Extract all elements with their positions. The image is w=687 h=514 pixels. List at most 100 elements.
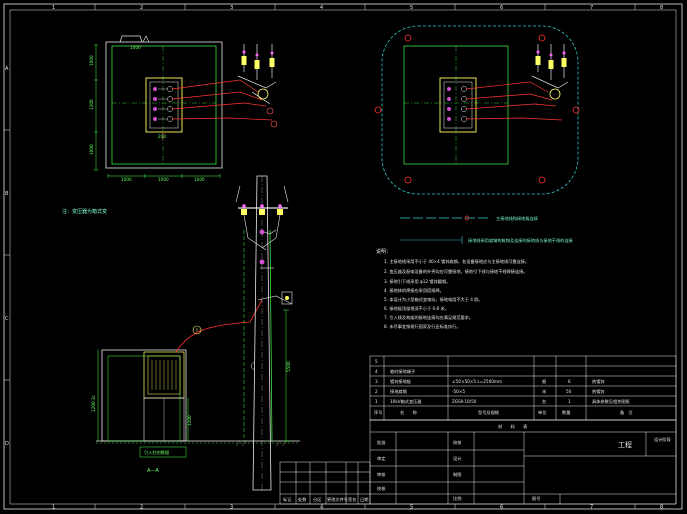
tb-label: 设计 (453, 455, 461, 462)
bom-cell: 2 (375, 389, 378, 394)
bom-cell: 热镀锌 (592, 388, 605, 395)
bottom-ruler-6: 6 (500, 505, 503, 511)
bom-cell: 5 (375, 359, 378, 364)
tb-label: 校核 (377, 485, 386, 492)
legend: 主接地线和接地极连接 接地线采用扁钢构筑物及连接的接地线与接地干线的连接 (400, 215, 574, 244)
note-item: 4. 接地体的焊接应采用搭接焊。 (384, 287, 444, 294)
bottom-ruler-7: 7 (590, 505, 593, 511)
plan-dim-left-1: 1000 (89, 55, 94, 66)
elev-bracket-label: 引入柱的数据 (144, 449, 169, 456)
top-ruler-1: 1 (52, 5, 55, 11)
top-ruler-5: 5 (410, 5, 413, 11)
tb-project: 工程 (618, 440, 632, 449)
rev-label: 分区 (313, 496, 321, 503)
bom-cell: ZGSⅡ-10/50 (452, 399, 477, 404)
bom-header: 序号 (374, 409, 382, 416)
tb-design-stage: 设计阶段 (654, 436, 672, 443)
plan-dim-bottom-3: 1000 (194, 177, 205, 182)
note-item: 6. 接地极顶部埋深不小于 0.8 米。 (384, 305, 449, 312)
tb-label: 校核 (453, 439, 462, 446)
revision-labels: 标记 处数 分区 更改文件号 签名 日期 (283, 496, 368, 503)
bom-cell: 台 (542, 398, 546, 405)
bom-cell: 6 (568, 379, 571, 384)
grounding-plan (374, 25, 580, 195)
left-ruler-c: C (5, 316, 9, 322)
bom-cell: 1 (375, 399, 378, 404)
note-item: 1. 主接地线采用不小于 40×4 镀锌扁钢，各设备接地应与主接地线可靠连接。 (384, 258, 529, 265)
bom-cell: 50 (566, 389, 572, 394)
legend-line-2: 接地线采用扁钢构筑物及连接的接地线与接地干线的连接 (468, 237, 574, 244)
plan-dim-bottom-1: 1000 (121, 177, 132, 182)
tb-label: 批准 (377, 439, 385, 446)
bottom-ruler-3: 3 (230, 505, 233, 511)
note-left: 注：变压器为箱式变 (62, 208, 107, 215)
rev-label: 签名 (348, 496, 356, 503)
bom-header: 名 称 (400, 409, 417, 416)
rev-label: 日期 (360, 497, 368, 503)
plan-view: 1000 1200 1000 1000 1000 1000 1000 200 (89, 35, 278, 182)
note-item: 7. 引入线及构架的接地连接均应满足规范要求。 (384, 314, 473, 321)
section-label: A—A (147, 468, 159, 474)
design-notes: 说明： 1. 主接地线采用不小于 40×4 镀锌扁钢，各设备接地应与主接地线可靠… (376, 248, 529, 330)
bottom-ruler-8: 8 (660, 505, 663, 511)
tb-drawing-no: 图号 (532, 496, 540, 502)
tb-label: 制图 (453, 471, 461, 478)
tb-label: 比例 (453, 495, 461, 502)
top-ruler-6: 6 (500, 5, 503, 11)
bom-rows: 5 4 临时接地端子 3 镀锌接地极 ∠50×50×5 L=2500mm 根 6… (374, 359, 633, 430)
rev-label: 更改文件号 (327, 496, 348, 503)
bom-cell: 米 (542, 388, 547, 395)
top-ruler-4: 4 (320, 5, 323, 11)
top-ruler-7: 7 (590, 5, 593, 11)
bom-cell: 根 (542, 378, 547, 385)
bom-cell: 具体参数见相关图纸 (592, 398, 631, 405)
note-item: 3. 接地引下线采用 φ12 镀锌圆钢。 (384, 278, 450, 285)
top-ruler-2: 2 (140, 5, 143, 11)
bottom-ruler-1: 1 (52, 505, 55, 511)
elevation-view: 1200 3c 1200 (91, 175, 300, 491)
legend-line-1: 主接地线和接地极连接 (496, 215, 539, 222)
title-block-text: 批准 审定 审核 校核 校核 设计 制图 比例 工程 设计阶段 图号 (377, 436, 672, 502)
rev-label: 处数 (298, 496, 307, 503)
bom-header: 型号及规格 (478, 409, 500, 416)
left-ruler-d: D (5, 441, 9, 447)
revision-block (279, 461, 371, 505)
note-item: 8. 未尽事宜按现行国家及行业标准执行。 (384, 323, 461, 330)
notes-title: 说明： (376, 248, 391, 255)
plan-dim-left-3: 1000 (89, 144, 94, 155)
bom-cell: 1 (568, 399, 571, 404)
note-item: 2. 变压器及配电设备的外壳均应可靠接地，接地引下线与接地干线焊接连接。 (384, 268, 528, 275)
plan-dim-left-2: 1200 (89, 99, 94, 110)
top-ruler: 1 2 3 4 5 6 7 8 (52, 4, 663, 11)
elev-dim-height: 1200 3c (91, 394, 96, 412)
title-block (369, 419, 677, 505)
top-ruler-8: 8 (660, 5, 663, 11)
bom-cell: ∠50×50×5 L=2500mm (452, 379, 502, 384)
bottom-ruler-2: 2 (140, 505, 143, 511)
bom-cell: 10kV箱式变压器 (390, 398, 422, 405)
material-table-label: 材 料 表 (498, 423, 528, 430)
rev-label: 标记 (283, 496, 292, 503)
bom-cell: 热镀锌 (592, 378, 605, 385)
note-item: 5. 本设计为小型箱式变电站，接地电阻不大于 4 欧。 (384, 296, 483, 303)
bom-cell: 临时接地端子 (390, 368, 415, 375)
bom-header: 备 注 (620, 409, 633, 416)
plan-dim-bottom-2: 1000 (158, 177, 169, 182)
bom-cell: -50×5 (452, 389, 465, 394)
plan-dim-top: 1000 (130, 45, 141, 50)
left-ruler: A B C D (4, 66, 10, 447)
left-ruler-a: A (5, 66, 9, 72)
bom-cell: 4 (375, 369, 378, 374)
left-ruler-b: B (5, 191, 9, 197)
elev-dim-pole: 5500 (286, 361, 291, 372)
tb-label: 审核 (377, 471, 386, 478)
bottom-ruler-4: 4 (320, 505, 323, 511)
bom-header: 数量 (562, 409, 570, 416)
bom-header: 单位 (538, 409, 546, 416)
bottom-ruler-5: 5 (410, 505, 413, 511)
plan-dim-center: 200 (158, 134, 166, 139)
tb-label: 审定 (377, 455, 385, 462)
drawing-frame (3, 3, 683, 510)
bottom-ruler: 1 2 3 4 5 6 7 8 (52, 504, 663, 511)
